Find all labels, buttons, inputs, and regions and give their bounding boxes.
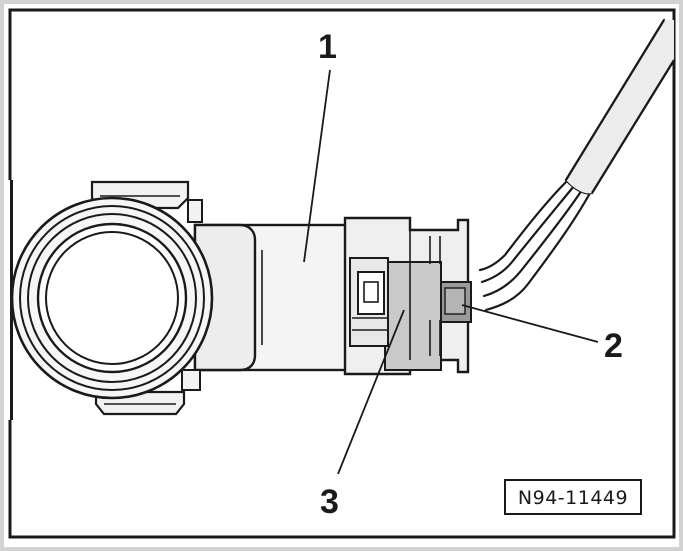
sensor-head bbox=[10, 180, 214, 416]
callout-2: 2 bbox=[604, 327, 623, 365]
figure-id-box: N94-11449 bbox=[504, 479, 642, 515]
connector-plug bbox=[343, 216, 472, 376]
leader-line-2 bbox=[461, 304, 599, 343]
figure-id-label: N94-11449 bbox=[518, 487, 628, 509]
cable-edge-top bbox=[565, 19, 665, 181]
callout-3: 3 bbox=[320, 483, 339, 521]
cable-sheath-shade bbox=[566, 20, 674, 194]
cable-edge-bottom bbox=[591, 59, 675, 194]
leader-line-1 bbox=[303, 69, 331, 263]
sensor-housing bbox=[193, 223, 357, 372]
leader-lines bbox=[303, 69, 599, 475]
callout-1: 1 bbox=[318, 28, 337, 66]
leader-line-3 bbox=[337, 309, 405, 475]
